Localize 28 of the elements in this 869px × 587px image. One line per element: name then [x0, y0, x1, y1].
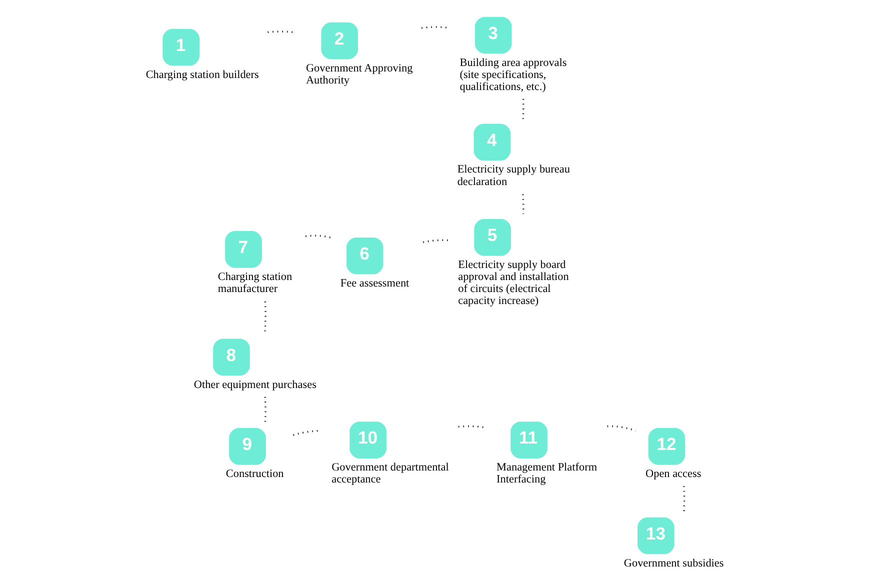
node-label: Management Platform Interfacing — [496, 462, 598, 486]
node-box: 7 — [225, 231, 262, 268]
node-box: 4 — [474, 124, 511, 161]
node-box: 2 — [321, 22, 358, 60]
node-box: 3 — [474, 16, 512, 54]
connector — [683, 486, 686, 512]
node-label: Construction — [226, 468, 284, 480]
node-label: Electricity supply bureau declaration — [457, 164, 570, 188]
node-box: 10 — [350, 422, 386, 458]
node-box: 5 — [474, 219, 511, 256]
node-label: Charging station builders — [146, 68, 259, 81]
connector — [607, 425, 636, 432]
node-label: Open access — [646, 468, 702, 480]
node-label: Government Approving Authority — [306, 62, 413, 86]
node-label: Government subsidies — [624, 557, 724, 570]
node-label: Charging station manufacturer — [218, 271, 292, 296]
node-label: Electricity supply board approval and installation of circuits (electrical capacity increase) — [458, 259, 569, 308]
node-label: Fee assessment — [340, 277, 410, 290]
node-box: 8 — [213, 338, 250, 376]
node-box: 12 — [648, 428, 686, 465]
node-box: 13 — [638, 517, 674, 554]
node-box: 1 — [162, 28, 200, 66]
node-box: 6 — [346, 237, 384, 274]
node-label: Other equipment purchases — [194, 378, 316, 391]
node-box: 9 — [229, 428, 266, 465]
node-label: Building area approvals (site specifications, qualifications, etc.) — [460, 56, 567, 93]
node-box: 11 — [510, 422, 548, 458]
node-label: Government departmental acceptance — [332, 462, 449, 486]
